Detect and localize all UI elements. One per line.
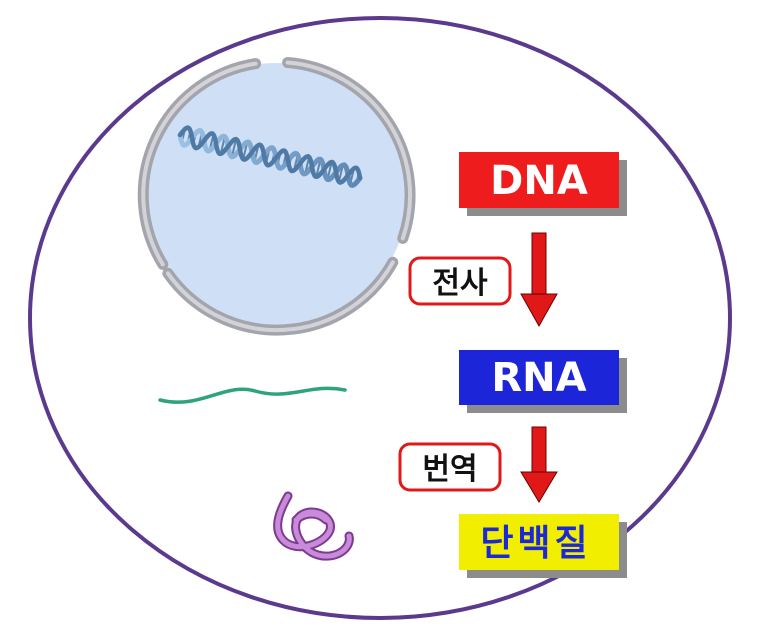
transcription-arrow bbox=[520, 232, 558, 328]
translation-arrow bbox=[520, 426, 558, 503]
protein-box bbox=[459, 514, 619, 570]
rna-label: RNA bbox=[491, 355, 586, 401]
mrna-strand-icon bbox=[158, 386, 347, 404]
rna-box bbox=[459, 350, 619, 405]
protein-label: 단백질 bbox=[480, 523, 591, 564]
translation-label-box bbox=[398, 442, 502, 492]
dna-label: DNA bbox=[490, 158, 588, 204]
transcription-label: 전사 bbox=[432, 266, 488, 301]
nucleus bbox=[137, 57, 416, 336]
folded-protein-icon bbox=[273, 491, 354, 561]
translation-label: 번역 bbox=[422, 452, 477, 487]
nucleus-interior bbox=[144, 63, 408, 327]
transcription-label-box bbox=[408, 256, 512, 306]
dna-double-helix-icon bbox=[177, 125, 363, 189]
helix-rung bbox=[230, 138, 238, 158]
dna-box bbox=[459, 152, 619, 208]
